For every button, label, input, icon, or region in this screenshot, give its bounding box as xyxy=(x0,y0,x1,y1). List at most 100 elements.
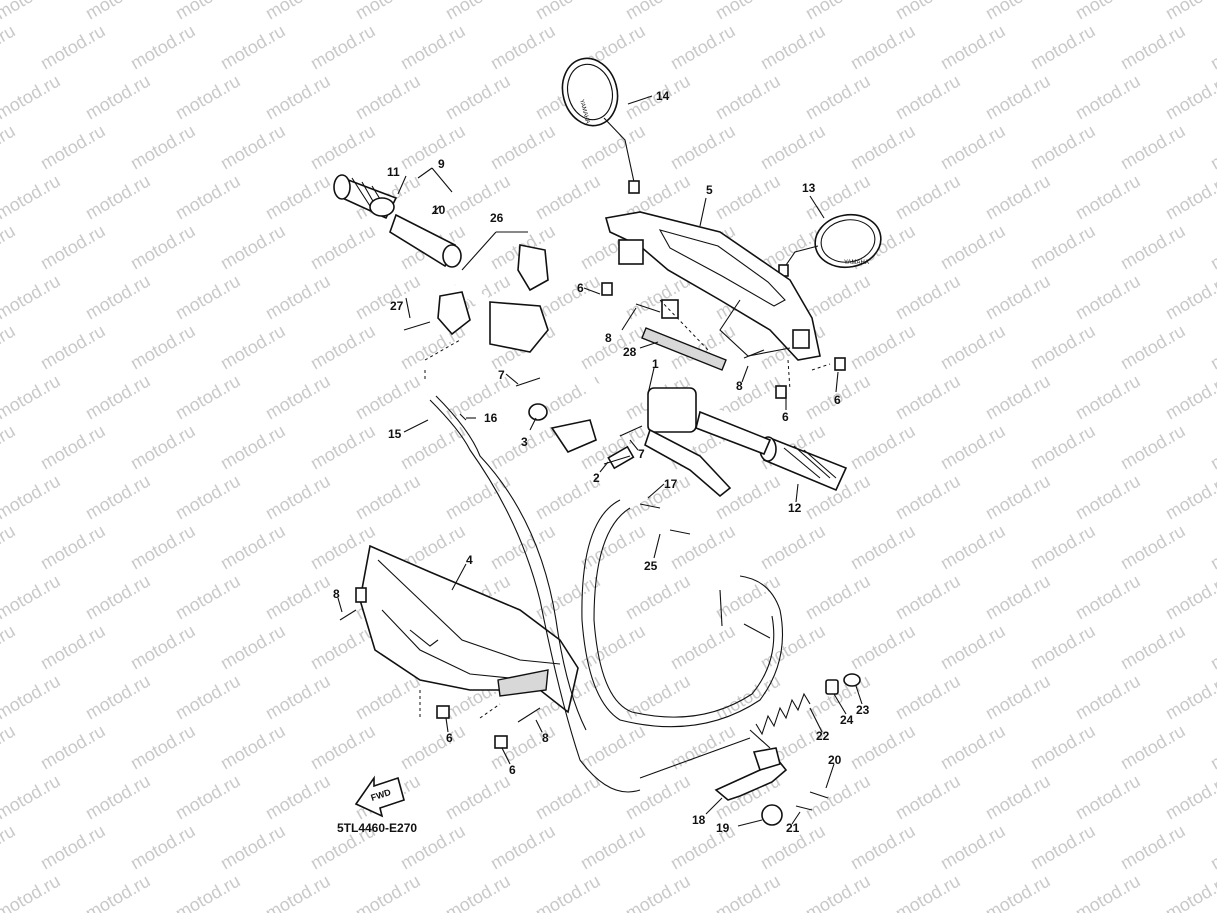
watermark-text: motod.ru xyxy=(937,721,1009,774)
watermark-text: motod.ru xyxy=(1162,271,1217,324)
watermark-text: motod.ru xyxy=(217,621,289,674)
watermark-text: motod.ru xyxy=(127,521,199,574)
watermark-text: motod.ru xyxy=(712,171,784,224)
watermark-text: motod.ru xyxy=(172,371,244,424)
watermark-text: motod.ru xyxy=(82,671,154,724)
watermark-text: motod.ru xyxy=(1207,821,1217,874)
watermark-text: motod.ru xyxy=(0,671,64,724)
small-parts xyxy=(339,282,861,811)
callout-13: 13 xyxy=(802,181,816,195)
watermark-text: motod.ru xyxy=(892,71,964,124)
watermark-text: motod.ru xyxy=(1117,621,1189,674)
watermark-text: motod.ru xyxy=(532,771,604,824)
watermark-text: motod.ru xyxy=(352,471,424,524)
watermark-text: motod.ru xyxy=(1117,721,1189,774)
watermark-text: motod.ru xyxy=(982,571,1054,624)
watermark-text: motod.ru xyxy=(172,871,244,913)
watermark-text: motod.ru xyxy=(757,521,829,574)
guide-lines xyxy=(419,299,831,719)
callout-20: 20 xyxy=(828,753,842,767)
handlebar xyxy=(452,279,762,498)
callout-23: 23 xyxy=(856,703,870,717)
watermark-text: motod.ru xyxy=(307,121,379,174)
callout-21: 21 xyxy=(786,821,800,835)
front-cover xyxy=(355,544,579,714)
watermark-text: motod.ru xyxy=(847,621,919,674)
watermark-text: motod.ru xyxy=(0,321,19,374)
watermark-text: motod.ru xyxy=(37,321,109,374)
watermark-text: motod.ru xyxy=(352,71,424,124)
watermark-text: motod.ru xyxy=(397,721,469,774)
watermark-text: motod.ru xyxy=(712,471,784,524)
watermark-text: motod.ru xyxy=(37,21,109,74)
watermark-text: motod.ru xyxy=(1207,721,1217,774)
watermark-text: motod.ru xyxy=(757,121,829,174)
watermark-text: motod.ru xyxy=(37,621,109,674)
watermark-text: motod.ru xyxy=(217,121,289,174)
callout-8a: 8 xyxy=(605,331,612,345)
callout-27: 27 xyxy=(390,299,404,313)
watermark-text: motod.ru xyxy=(937,321,1009,374)
watermark-text: motod.ru xyxy=(37,121,109,174)
watermark-text: motod.ru xyxy=(352,371,424,424)
watermark-text: motod.ru xyxy=(0,71,64,124)
watermark-text: motod.ru xyxy=(847,21,919,74)
leader-lines xyxy=(337,95,863,827)
callout-14: 14 xyxy=(656,89,670,103)
watermark-text: motod.ru xyxy=(127,421,199,474)
watermark-text: motod.ru xyxy=(127,221,199,274)
callout-6a: 6 xyxy=(577,281,584,295)
callout-8c: 8 xyxy=(333,587,340,601)
watermark-text: motod.ru xyxy=(802,271,874,324)
watermark-text: motod.ru xyxy=(1162,371,1217,424)
watermark-text: motod.ru xyxy=(937,421,1009,474)
watermark-text: motod.ru xyxy=(577,121,649,174)
watermark-text: motod.ru xyxy=(1207,221,1217,274)
watermark-text: motod.ru xyxy=(82,171,154,224)
watermark-text: motod.ru xyxy=(172,271,244,324)
watermark-text: motod.ru xyxy=(937,221,1009,274)
right-grip xyxy=(695,410,848,492)
watermark-text: motod.ru xyxy=(532,171,604,224)
spring xyxy=(755,692,811,736)
watermark-text: motod.ru xyxy=(577,321,649,374)
watermark-text: motod.ru xyxy=(0,771,64,824)
watermark-text: motod.ru xyxy=(217,521,289,574)
watermark-text: motod.ru xyxy=(487,121,559,174)
watermark-text: motod.ru xyxy=(802,171,874,224)
watermark-text: motod.ru xyxy=(1027,421,1099,474)
watermark-text: motod.ru xyxy=(577,821,649,874)
watermark-text: motod.ru xyxy=(1117,221,1189,274)
watermark-text: motod.ru xyxy=(352,871,424,913)
watermark-text: motod.ru xyxy=(757,21,829,74)
watermark-text: motod.ru xyxy=(442,771,514,824)
watermark-text: motod.ru xyxy=(577,521,649,574)
watermark-text: motod.ru xyxy=(847,821,919,874)
watermark-text: motod.ru xyxy=(37,821,109,874)
watermark-text: motod.ru xyxy=(1027,821,1099,874)
watermark-text: motod.ru xyxy=(1072,171,1144,224)
watermark-text: motod.ru xyxy=(847,721,919,774)
watermark-text: motod.ru xyxy=(847,421,919,474)
watermark-text: motod.ru xyxy=(0,171,64,224)
callouts: 1 2 3 4 5 6 6 6 6 6 7 7 8 8 8 8 9 10 11 … xyxy=(333,89,870,835)
watermark-text: motod.ru xyxy=(622,471,694,524)
watermark-text: motod.ru xyxy=(1027,321,1099,374)
watermark-text: motod.ru xyxy=(1162,671,1217,724)
watermark-text: motod.ru xyxy=(982,471,1054,524)
watermark-text: motod.ru xyxy=(1207,321,1217,374)
callout-18: 18 xyxy=(692,813,706,827)
watermark-text: motod.ru xyxy=(217,221,289,274)
watermark-text: motod.ru xyxy=(172,671,244,724)
watermark-text: motod.ru xyxy=(442,71,514,124)
watermark-text: motod.ru xyxy=(937,821,1009,874)
watermark-text: motod.ru xyxy=(1072,571,1144,624)
watermark-text: motod.ru xyxy=(37,421,109,474)
watermark-text: motod.ru xyxy=(262,771,334,824)
watermark-text: motod.ru xyxy=(892,171,964,224)
watermark-text: motod.ru xyxy=(577,621,649,674)
callout-7a: 7 xyxy=(498,368,505,382)
watermark-text: motod.ru xyxy=(262,471,334,524)
watermark-text: motod.ru xyxy=(127,321,199,374)
